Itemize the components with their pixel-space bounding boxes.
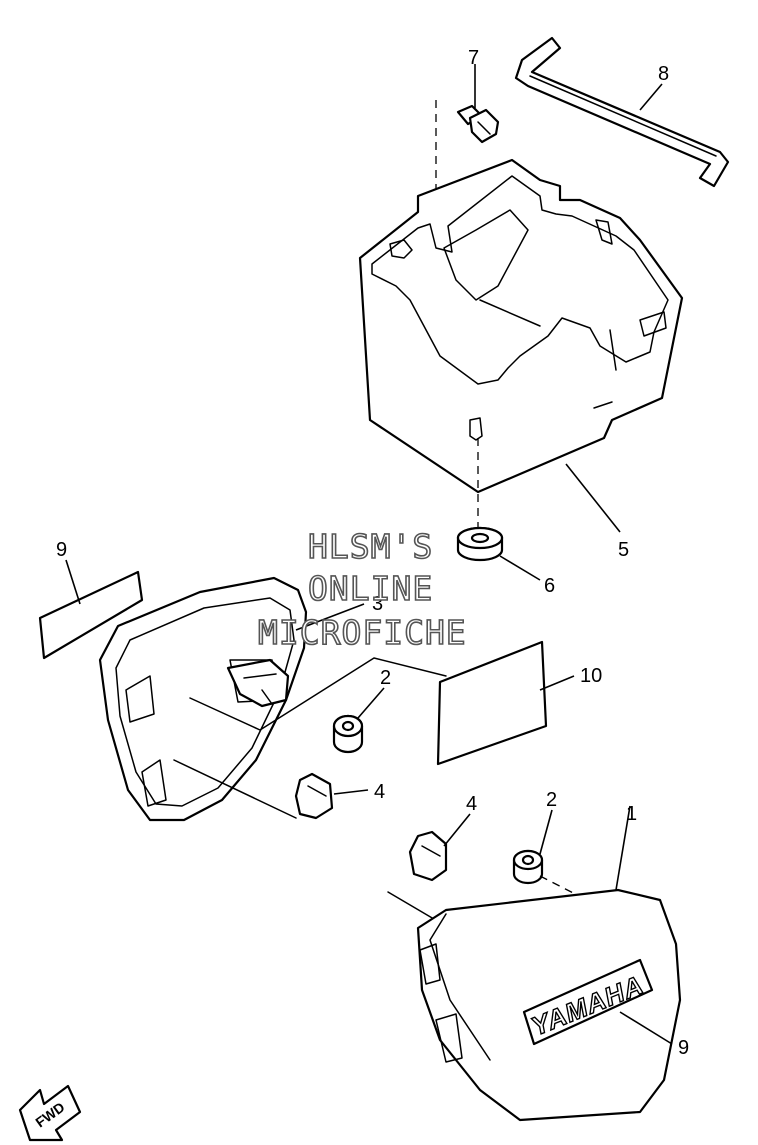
watermark: HLSM'S ONLINE MICROFICHE (257, 526, 467, 653)
callout-9-upper: 9 (56, 539, 67, 561)
pad (436, 640, 548, 766)
callout-7: 7 (468, 47, 479, 69)
watermark-line-3: MICROFICHE (258, 613, 467, 652)
battery-band (514, 36, 730, 188)
leader-3 (295, 603, 365, 631)
callout-1: 1 (626, 803, 637, 825)
callout-5: 5 (618, 539, 629, 561)
grommet-small-upper (332, 714, 364, 754)
callout-4-upper: 4 (374, 781, 385, 803)
leader-6 (499, 555, 541, 581)
leader-8 (639, 83, 663, 111)
left-side-cover (98, 576, 308, 822)
callout-9-lower: 9 (678, 1037, 689, 1059)
callout-10: 10 (580, 665, 602, 687)
watermark-line-2: ONLINE (308, 569, 433, 608)
leader-2-upper (357, 687, 385, 719)
callout-6: 6 (544, 575, 555, 597)
callout-2-lower: 2 (546, 789, 557, 811)
callout-2-upper: 2 (380, 667, 391, 689)
rubber-cap-upper (294, 772, 334, 820)
bolt (456, 104, 500, 144)
assembly-line-left-2 (173, 759, 297, 819)
grommet-small-lower (512, 849, 544, 885)
decal-upper (38, 570, 144, 660)
callout-4-lower: 4 (466, 793, 477, 815)
leader-9-upper (65, 559, 81, 605)
grommet (456, 526, 504, 562)
leader-1 (615, 805, 631, 891)
leader-10 (539, 675, 575, 691)
leader-4-upper (333, 789, 369, 795)
leader-5 (565, 463, 621, 533)
leader-2-lower (539, 809, 553, 855)
assembly-line-left-1 (189, 657, 447, 731)
watermark-line-1: HLSM'S (308, 527, 433, 566)
leader-4-lower (443, 813, 471, 847)
damper (226, 658, 290, 708)
leader-9-lower (619, 1011, 673, 1045)
rubber-cap-lower (408, 830, 448, 882)
callout-8: 8 (658, 63, 669, 85)
fwd-arrow: FWD (18, 1084, 82, 1142)
battery-box (358, 158, 684, 494)
callout-3: 3 (372, 593, 383, 615)
